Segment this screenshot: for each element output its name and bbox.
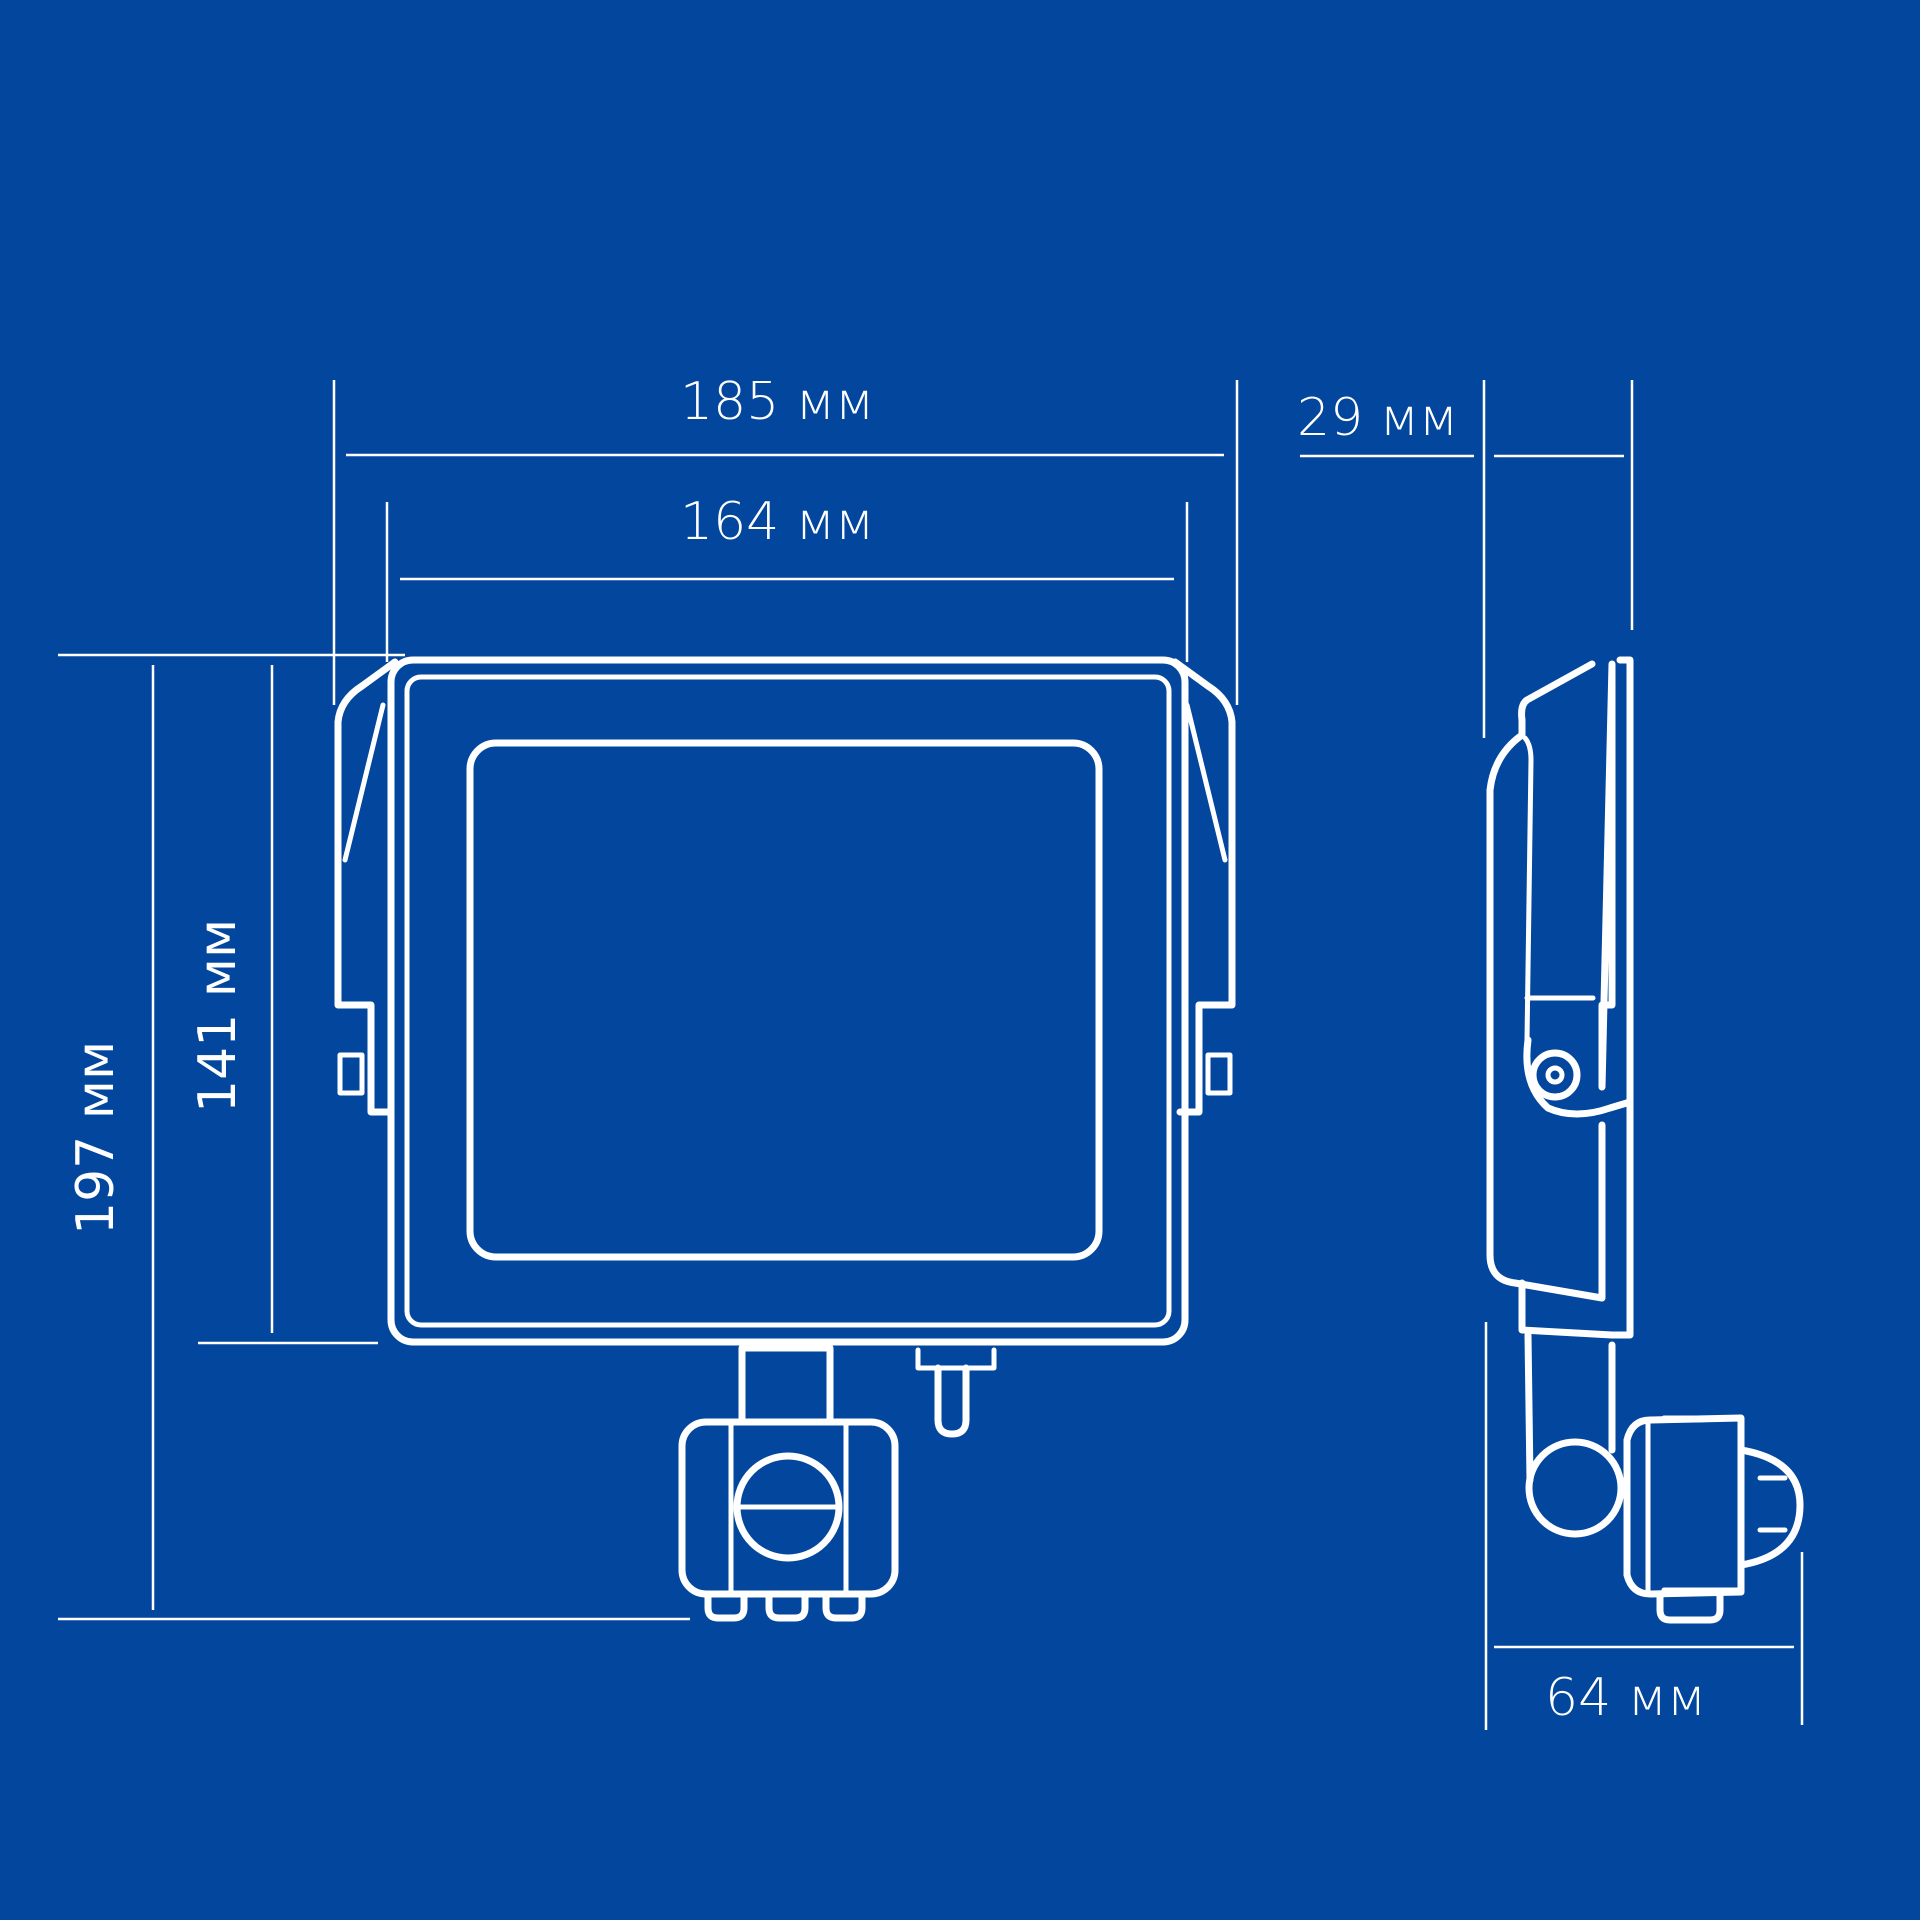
sensor-knob-3 — [822, 1590, 866, 1622]
sensor-knob-2 — [765, 1590, 809, 1622]
side-bottom — [1518, 1279, 1616, 1339]
cable-gland-top — [915, 1347, 997, 1371]
floodlight-side-view — [1486, 656, 1804, 1624]
bracket-right-edge — [1184, 702, 1228, 863]
sensor-knob-1 — [704, 1590, 748, 1622]
cable-gland — [934, 1364, 970, 1438]
dimension-label-185: 185 мм — [680, 372, 875, 432]
side-sensor-housing — [1623, 1414, 1745, 1598]
bracket-right — [1171, 658, 1236, 1116]
side-arm-joint — [1525, 1438, 1625, 1538]
floodlight-front-view — [334, 656, 1236, 1622]
dimension-lines-front — [58, 380, 1239, 1621]
bracket-right-lug — [1205, 1052, 1233, 1096]
sensor-arm — [738, 1344, 834, 1426]
sensor-housing — [678, 1418, 899, 1598]
side-pir-dome — [1737, 1446, 1804, 1569]
side-pivot — [1523, 1036, 1634, 1118]
side-sensor-face — [1661, 1415, 1743, 1593]
dimension-label-29: 29 мм — [1297, 388, 1459, 448]
dimension-label-141: 141 мм — [188, 918, 248, 1113]
bracket-left-lug — [337, 1052, 365, 1096]
dimension-label-197: 197 мм — [66, 1040, 126, 1235]
side-housing-bevel — [1522, 735, 1534, 1043]
side-sensor-knob — [1656, 1592, 1724, 1624]
side-arm — [1524, 1331, 1616, 1484]
side-pivot-screw — [1529, 1049, 1581, 1101]
side-front-plate — [1608, 656, 1634, 1339]
bracket-left-edge — [342, 702, 386, 863]
lens-panel — [466, 739, 1103, 1261]
side-pivot-screw-center — [1545, 1065, 1565, 1085]
dimension-label-64: 64 мм — [1545, 1668, 1707, 1728]
side-sensor-divider — [1645, 1415, 1744, 1597]
dimension-lines-side — [1300, 380, 1804, 1730]
pir-sensor-lens — [733, 1452, 843, 1562]
housing-outer — [387, 656, 1189, 1346]
housing-inner-frame — [404, 674, 1172, 1328]
bracket-left — [334, 658, 399, 1116]
dimension-label-164: 164 мм — [680, 492, 875, 552]
side-housing — [1486, 660, 1616, 1302]
